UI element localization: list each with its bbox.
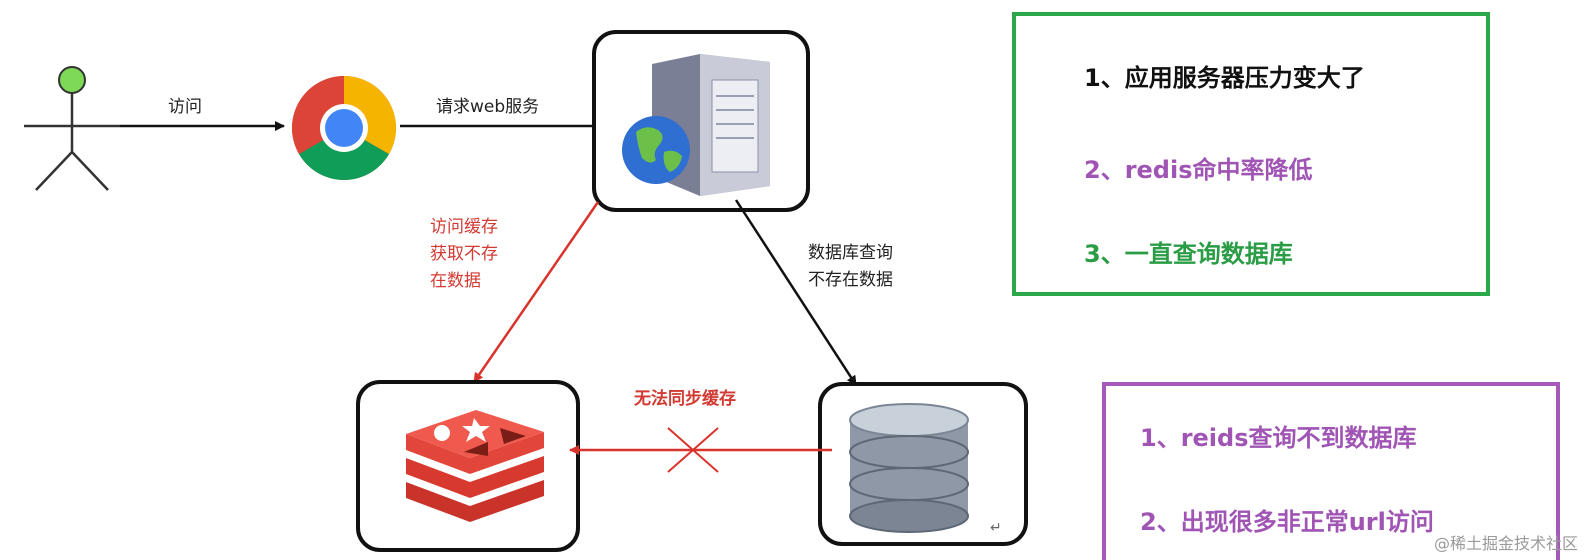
database-icon: [849, 403, 969, 533]
panel-top-item-3: 3、一直查询数据库: [1084, 240, 1293, 268]
redis-cache-icon: [406, 410, 544, 522]
label-cache-access-line-1: 访问缓存: [430, 217, 498, 237]
arrow-server-to-cache: [472, 201, 600, 383]
web-server-icon: [622, 54, 770, 196]
watermark: @稀土掘金技术社区: [1433, 534, 1578, 553]
label-db-query-line-1: 数据库查询: [808, 243, 893, 263]
label-no-sync: 无法同步缓存: [634, 389, 736, 409]
panel-top-item-2: 2、redis命中率降低: [1084, 156, 1313, 184]
label-cache-access: 访问缓存 获取不存 在数据: [430, 214, 498, 295]
label-visit: 访问: [168, 97, 202, 117]
return-glyph: ↵: [990, 520, 1002, 536]
label-request-web: 请求web服务: [436, 97, 540, 117]
panel-top-item-1: 1、应用服务器压力变大了: [1084, 64, 1365, 92]
panel-bottom-item-1: 1、reids查询不到数据库: [1140, 424, 1417, 452]
arrow-server-to-database: [734, 199, 858, 386]
label-cache-access-line-2: 获取不存: [430, 244, 498, 264]
label-cache-access-line-3: 在数据: [430, 271, 481, 291]
label-db-query: 数据库查询 不存在数据: [808, 240, 893, 294]
problem-panel-green: 1、应用服务器压力变大了 2、redis命中率降低 3、一直查询数据库: [1012, 12, 1490, 296]
stick-figure-user-icon: [24, 66, 120, 191]
cause-panel-purple: 1、reids查询不到数据库 2、出现很多非正常url访问: [1102, 382, 1560, 560]
label-db-query-line-2: 不存在数据: [808, 270, 893, 290]
blocked-x-mark: [667, 427, 719, 473]
chrome-browser-icon: [292, 76, 396, 180]
panel-bottom-item-2: 2、出现很多非正常url访问: [1140, 508, 1434, 536]
